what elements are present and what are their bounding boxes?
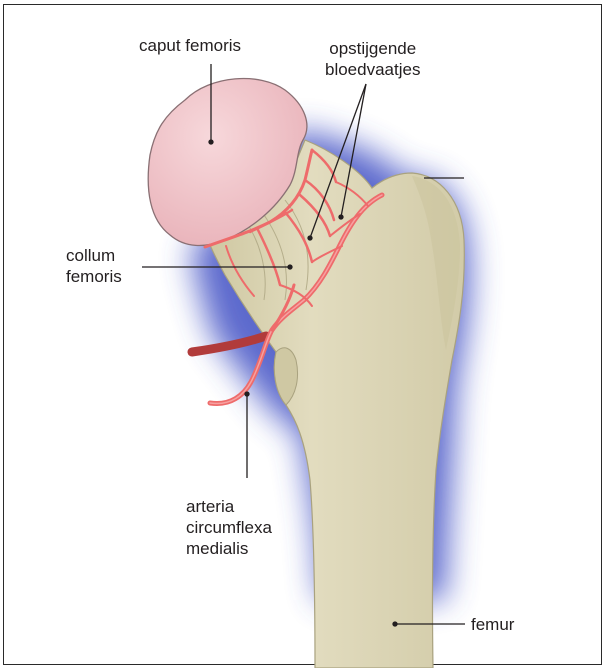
label-collum-femoris: collum femoris <box>66 245 122 287</box>
label-caput-femoris: caput femoris <box>139 35 241 56</box>
label-femur: femur <box>471 614 514 635</box>
label-arteria-circumflexa-medialis: arteria circumflexa medialis <box>186 496 272 559</box>
label-opstijgende-bloedvaatjes: opstijgende bloedvaatjes <box>325 38 420 80</box>
